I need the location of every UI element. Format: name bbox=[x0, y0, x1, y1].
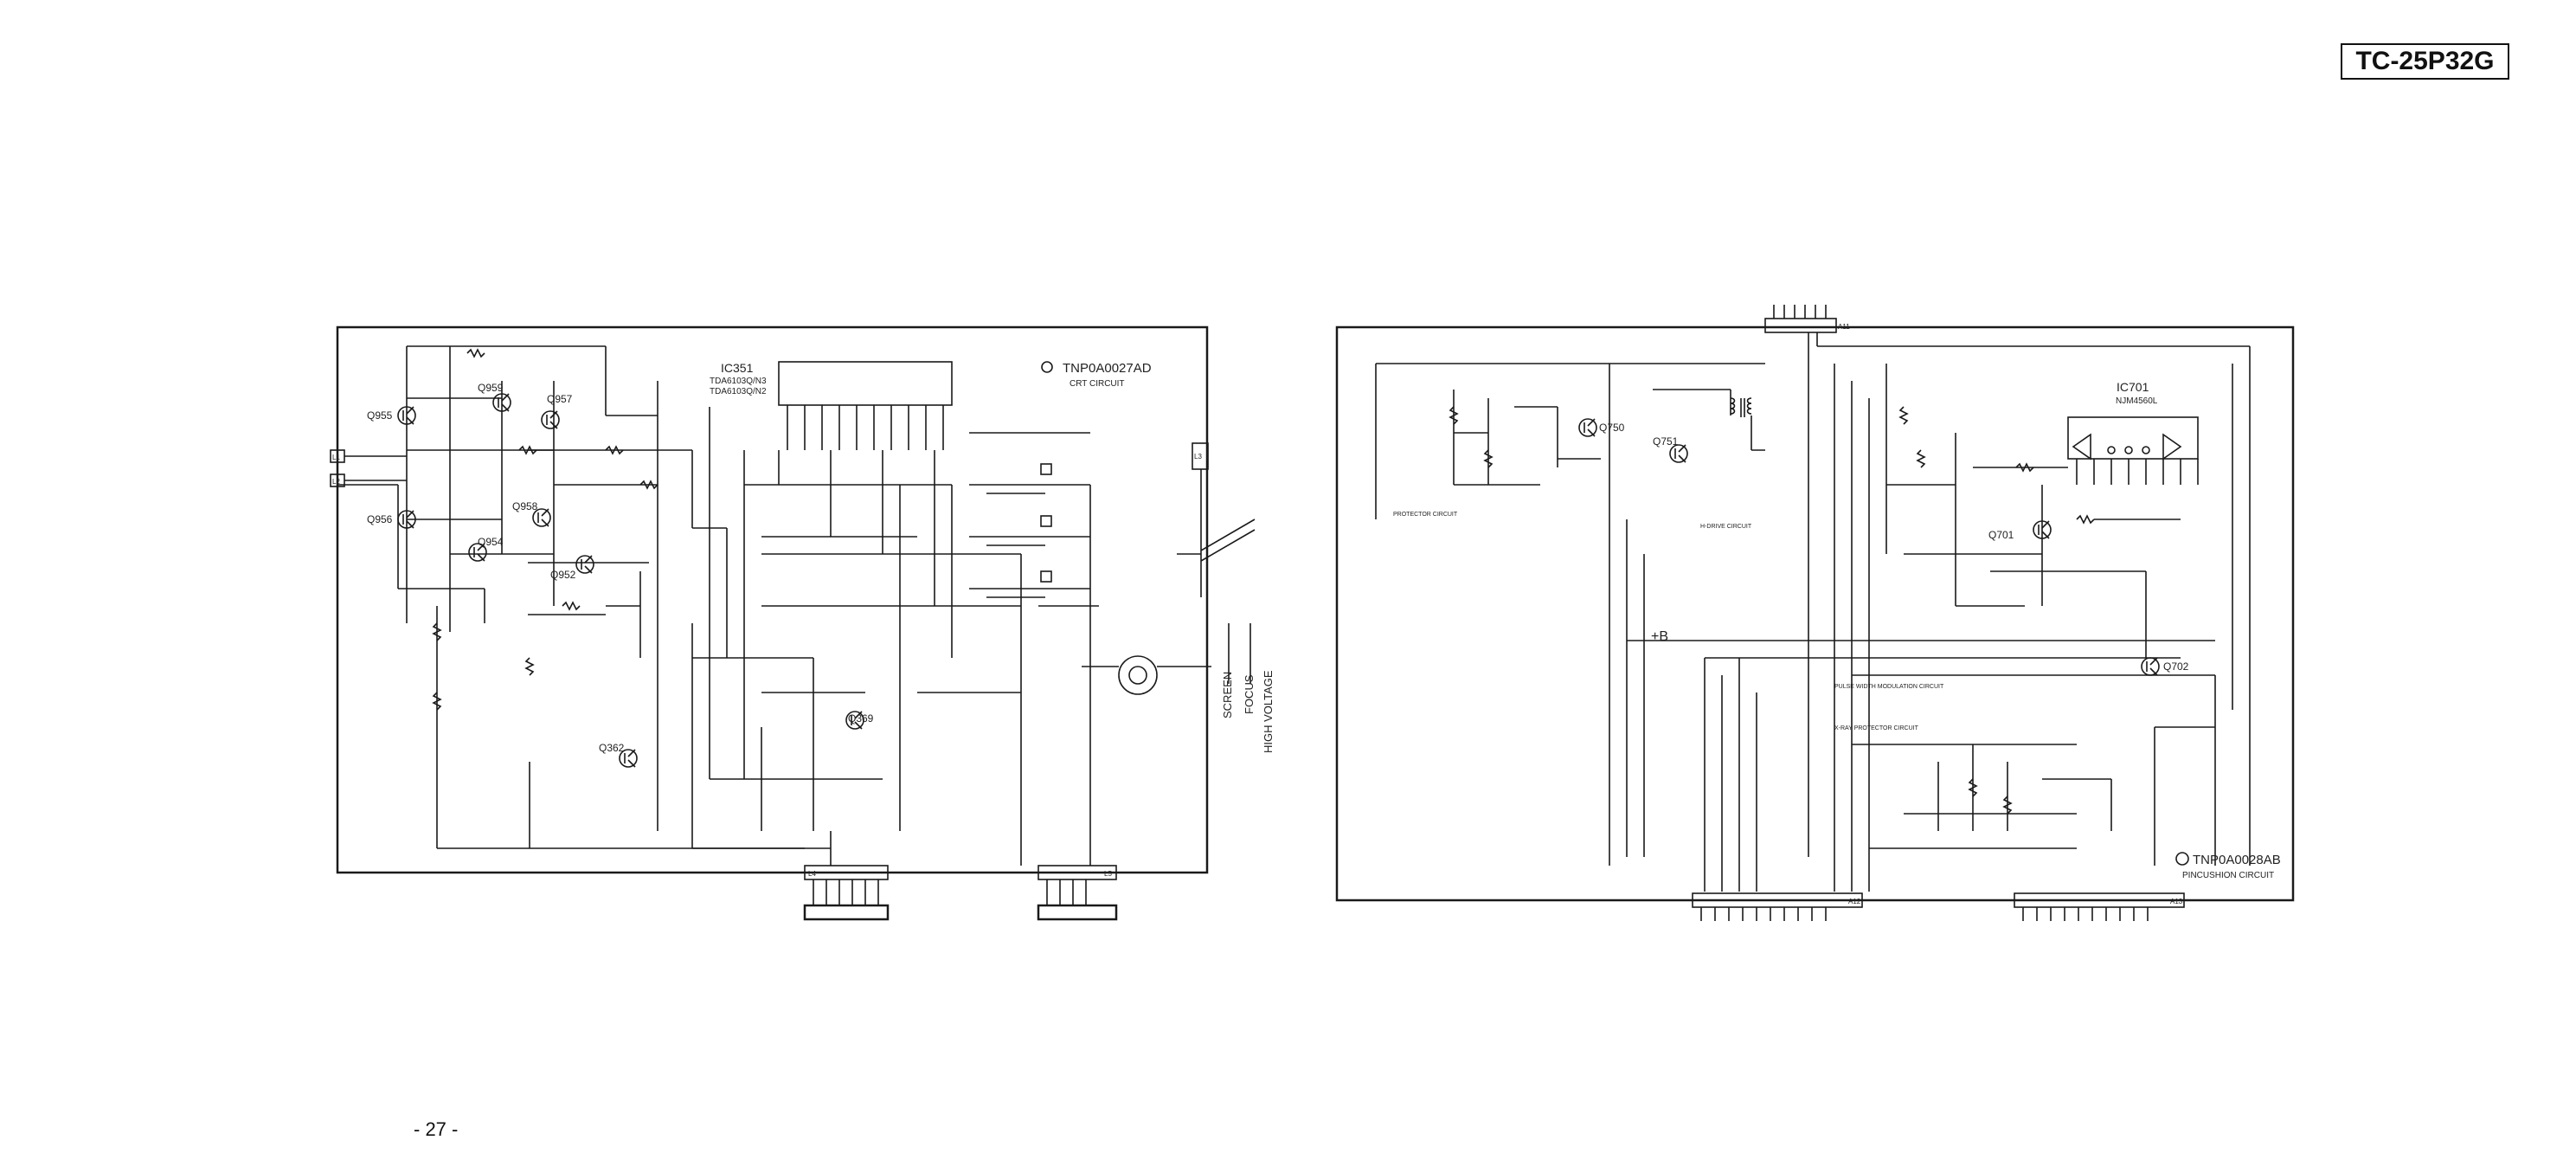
transistor-q959: Q959 bbox=[478, 382, 511, 412]
pincushion-circuit-name: PINCUSHION CIRCUIT bbox=[2182, 871, 2274, 880]
pwm-circuit-label: PULSE WIDTH MODULATION CIRCUIT bbox=[1834, 684, 1944, 690]
transistor-q369: Q369 bbox=[845, 711, 874, 730]
transistor-q952: Q952 bbox=[550, 555, 594, 581]
connector-l4-label: L4 bbox=[808, 870, 816, 878]
svg-text:Q952: Q952 bbox=[550, 569, 576, 581]
connector-l2-label: L2 bbox=[332, 478, 340, 486]
transistor-q958: Q958 bbox=[512, 500, 551, 527]
screen-label: SCREEN bbox=[1221, 672, 1234, 718]
connector-a11-label: A11 bbox=[1838, 323, 1850, 331]
pincushion-circuit: A11 PROTECTOR CIRCUIT Q750 Q751 H-DRIVE … bbox=[1335, 305, 2295, 921]
svg-text:Q750: Q750 bbox=[1599, 422, 1625, 434]
svg-text:Q362: Q362 bbox=[599, 742, 625, 754]
svg-text:Q959: Q959 bbox=[478, 382, 504, 394]
svg-text:Q751: Q751 bbox=[1653, 435, 1679, 448]
ic351-block bbox=[778, 361, 953, 406]
focus-label: FOCUS bbox=[1243, 674, 1256, 714]
ic351-label: IC351 bbox=[721, 361, 754, 375]
connector-a11 bbox=[1764, 318, 1837, 333]
svg-text:Q957: Q957 bbox=[547, 393, 573, 405]
bplus-label: +B bbox=[1651, 629, 1668, 644]
connector-a12-label: A12 bbox=[1848, 898, 1861, 905]
connector-l5 bbox=[1037, 865, 1117, 880]
connector-l3-label: L3 bbox=[1194, 453, 1202, 461]
model-number-box: TC-25P32G bbox=[2341, 43, 2509, 80]
transistor-q362: Q362 bbox=[599, 742, 638, 768]
transistor-q750: Q750 bbox=[1578, 418, 1625, 437]
xray-protector-label: X-RAY PROTECTOR CIRCUIT bbox=[1834, 725, 1919, 731]
svg-text:Q955: Q955 bbox=[367, 409, 393, 422]
svg-text:Q369: Q369 bbox=[848, 712, 874, 725]
transistor-q954: Q954 bbox=[468, 536, 504, 562]
svg-text:Q701: Q701 bbox=[1988, 529, 2014, 541]
ic351-part-b: TDA6103Q/N2 bbox=[710, 387, 767, 396]
connector-a12 bbox=[1692, 892, 1863, 908]
crt-socket bbox=[1118, 655, 1158, 695]
pincushion-board-outline bbox=[1335, 325, 2295, 902]
crt-board-id: TNP0A0027AD bbox=[1063, 361, 1152, 376]
transistor-q955: Q955 bbox=[367, 406, 416, 425]
transistor-q751: Q751 bbox=[1653, 435, 1688, 463]
transistor-q702: Q702 bbox=[2141, 657, 2189, 676]
high-voltage-label: HIGH VOLTAGE bbox=[1262, 670, 1275, 753]
h-drive-label: H-DRIVE CIRCUIT bbox=[1700, 524, 1752, 530]
pincushion-board-id: TNP0A0028AB bbox=[2193, 853, 2281, 867]
svg-text:Q958: Q958 bbox=[512, 500, 538, 512]
svg-text:Q702: Q702 bbox=[2163, 660, 2189, 673]
connector-a13 bbox=[2014, 892, 2185, 908]
transistor-q956: Q956 bbox=[367, 510, 416, 529]
page-number: - 27 - bbox=[414, 1118, 459, 1140]
crt-circuit: L1 L2 Q955 Q957 Q956 Q959 Q958 Q954 bbox=[330, 325, 1275, 921]
ic701-block bbox=[2067, 416, 2199, 460]
transistor-q957: Q957 bbox=[541, 393, 573, 429]
protector-circuit-label: PROTECTOR CIRCUIT bbox=[1393, 512, 1458, 518]
connector-l1-label: L1 bbox=[332, 454, 340, 461]
connector-l3 bbox=[1192, 442, 1209, 470]
ic701-part: NJM4560L bbox=[2116, 396, 2158, 406]
crt-circuit-name: CRT CIRCUIT bbox=[1070, 379, 1125, 389]
ic701-label: IC701 bbox=[2117, 380, 2149, 394]
connector-a13-label: A13 bbox=[2170, 898, 2183, 905]
svg-text:Q954: Q954 bbox=[478, 536, 504, 548]
model-number: TC-25P32G bbox=[2355, 47, 2495, 75]
ic351-part-a: TDA6103Q/N3 bbox=[710, 377, 767, 386]
crt-board-outline bbox=[336, 325, 1209, 874]
connector-l5-label: L5 bbox=[1104, 870, 1112, 878]
connector-l4 bbox=[804, 865, 889, 880]
svg-text:Q956: Q956 bbox=[367, 513, 393, 525]
